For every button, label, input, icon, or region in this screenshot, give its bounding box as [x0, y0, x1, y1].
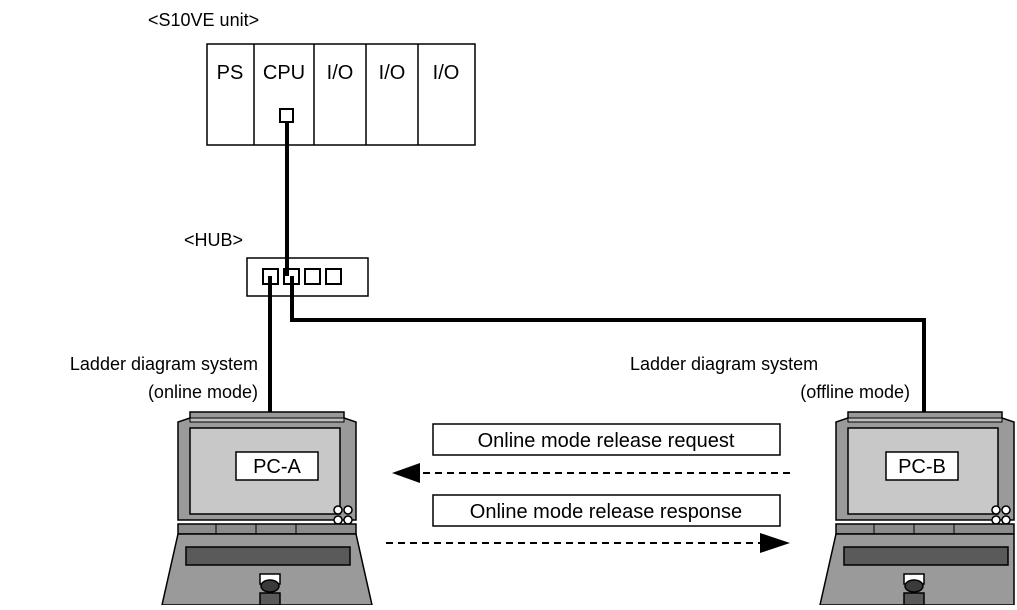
pc-a-system-label-line1: Ladder diagram system [70, 354, 258, 374]
release-request-message: Online mode release request [392, 423, 790, 483]
unit-title: <S10VE unit> [148, 10, 259, 30]
slot-ps-label: PS [217, 62, 244, 84]
pc-b-name: PC-B [898, 456, 946, 478]
pc-b-keyboard [843, 546, 1009, 566]
slot-io-3-label: I/O [433, 62, 460, 84]
hub [246, 257, 369, 297]
pc-b-system-label-line2: (offline mode) [800, 382, 910, 402]
release-request-box [432, 423, 781, 456]
pc-a-system-label-line2: (online mode) [148, 382, 258, 402]
release-response-message: Online mode release response [386, 494, 790, 553]
s10ve-unit: PS CPU I/O I/O I/O [206, 43, 476, 146]
slot-io-2-label: I/O [379, 62, 406, 84]
cable-hub-to-pc-b [290, 276, 926, 412]
pc-a-name: PC-A [253, 456, 301, 478]
laptop-pc-b: PC-B [819, 411, 1015, 606]
pc-a-name-box [235, 451, 319, 481]
release-request-label: Online mode release request [478, 430, 735, 452]
laptop-pc-a: PC-A [161, 411, 373, 606]
release-response-label: Online mode release response [470, 501, 742, 523]
release-response-arrowhead [760, 533, 790, 553]
slot-io-1-label: I/O [327, 62, 354, 84]
slot-cpu-label: CPU [263, 62, 305, 84]
release-request-arrowhead [392, 463, 420, 483]
hub-title: <HUB> [184, 230, 243, 250]
hub-port-4 [325, 268, 342, 285]
pc-b-name-box [885, 451, 959, 481]
cpu-ethernet-port [279, 108, 294, 123]
release-response-box [432, 494, 781, 527]
pc-b-system-label-line1: Ladder diagram system [630, 354, 818, 374]
network-cables [268, 122, 926, 412]
pc-a-keyboard [185, 546, 351, 566]
hub-port-3 [304, 268, 321, 285]
